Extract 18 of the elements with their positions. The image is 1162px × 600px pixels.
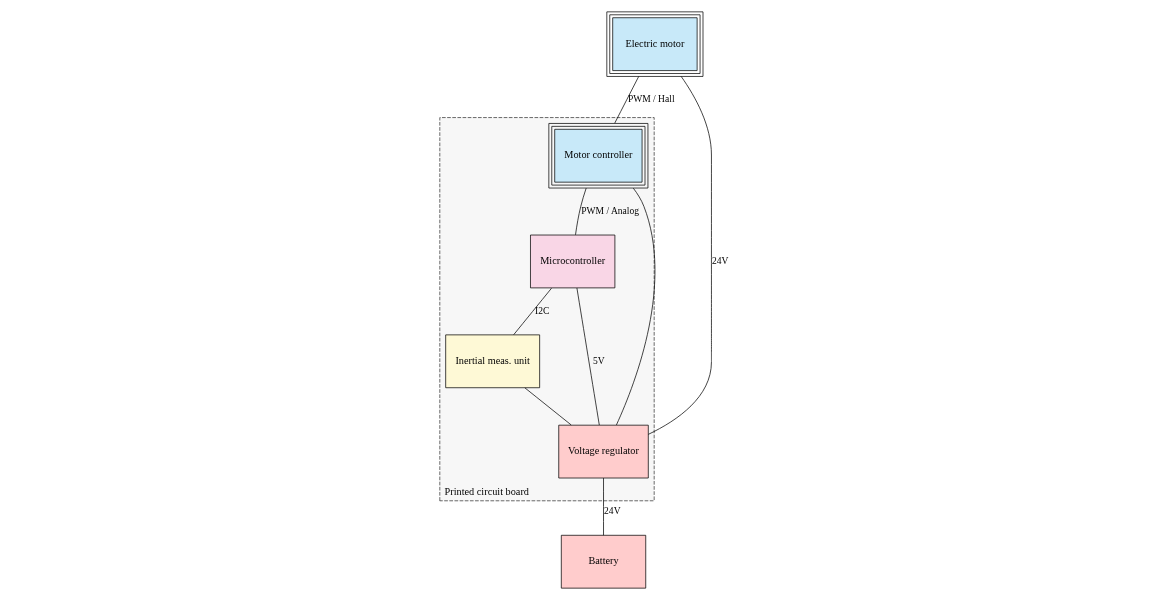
connector: [647, 76, 712, 435]
node-box: Microcontroller: [529, 234, 615, 289]
connector: [512, 287, 552, 336]
edge-label: 24V: [711, 254, 728, 266]
connector: [615, 187, 655, 426]
connector: [524, 387, 572, 426]
node-box: Inertial meas. unit: [444, 334, 540, 389]
connector: [602, 477, 604, 536]
connector: [613, 76, 639, 124]
edge-label: PWM / Analog: [580, 205, 639, 217]
node-box: Battery: [560, 534, 646, 589]
edge-label: PWM / Hall: [627, 93, 675, 105]
edge-label: 24V: [603, 505, 621, 517]
edge-label: I2C: [534, 304, 549, 316]
node-box: Voltage regulator: [557, 424, 649, 479]
edge-label: 5V: [592, 354, 605, 366]
connector: [576, 287, 600, 426]
connector: [574, 187, 587, 236]
